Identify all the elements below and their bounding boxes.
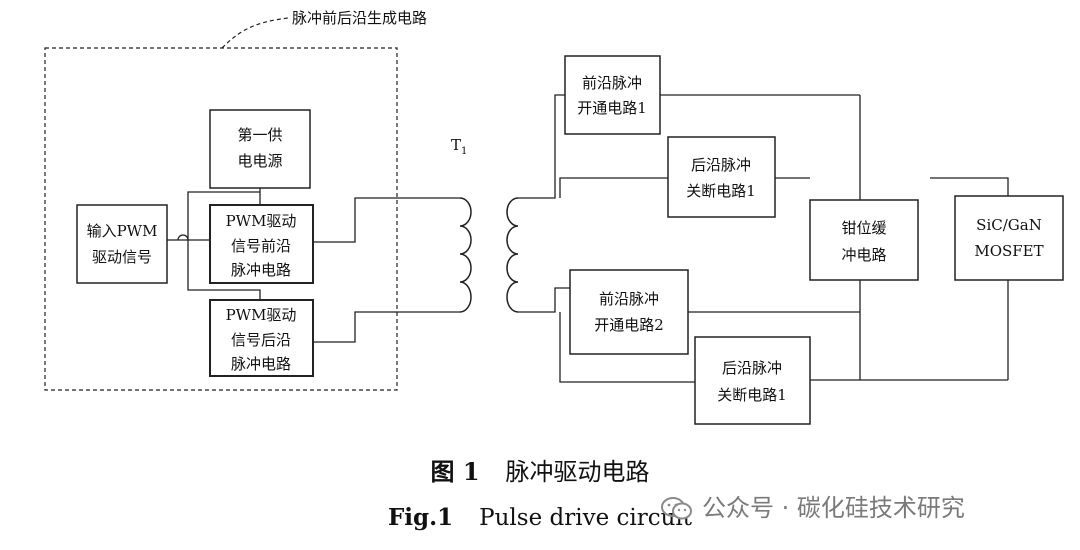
transformer-label: T1 [451, 136, 467, 157]
svg-text:脉冲电路: 脉冲电路 [231, 355, 291, 373]
svg-text:钳位缓: 钳位缓 [841, 219, 886, 237]
figure-caption-cn: 图 1 脉冲驱动电路 [0, 452, 1080, 487]
pwm-input-block: 输入PWM 驱动信号 [76, 204, 168, 284]
svg-text:输入PWM: 输入PWM [87, 222, 158, 240]
svg-text:PWM驱动: PWM驱动 [226, 212, 297, 230]
transformer [459, 197, 519, 313]
svg-text:脉冲电路: 脉冲电路 [231, 261, 291, 279]
svg-text:后沿脉冲: 后沿脉冲 [722, 359, 782, 377]
pulse-edge-generation-group [44, 47, 398, 391]
trailing-off-circuit-1-block: 后沿脉冲 关断电路1 [667, 136, 776, 218]
watermark: 公众号 · 碳化硅技术研究 [660, 488, 965, 523]
mosfet-block: SiC/GaN MOSFET [954, 195, 1064, 281]
svg-text:开通电路2: 开通电路2 [594, 316, 664, 334]
svg-text:MOSFET: MOSFET [974, 242, 1043, 260]
svg-text:后沿脉冲: 后沿脉冲 [691, 156, 751, 174]
svg-text:关断电路1: 关断电路1 [686, 182, 756, 200]
svg-text:电电源: 电电源 [237, 152, 282, 170]
svg-text:驱动信号: 驱动信号 [92, 248, 152, 266]
svg-text:冲电路: 冲电路 [841, 246, 886, 264]
svg-text:前沿脉冲: 前沿脉冲 [582, 74, 642, 92]
leading-edge-pulse-block: PWM驱动 信号前沿 脉冲电路 [209, 204, 314, 284]
figure-title-cn: 脉冲驱动电路 [505, 458, 650, 486]
clamp-snubber-block: 钳位缓 冲电路 [809, 199, 919, 281]
group-label-leader [221, 17, 289, 49]
svg-text:关断电路1: 关断电路1 [717, 386, 787, 404]
figure-number-cn: 图 1 [430, 457, 480, 486]
trailing-edge-pulse-block: PWM驱动 信号后沿 脉冲电路 [209, 299, 314, 377]
figure-number-en: Fig.1 [387, 504, 454, 531]
watermark-text: 公众号 · 碳化硅技术研究 [702, 494, 965, 522]
svg-text:信号后沿: 信号后沿 [231, 331, 291, 349]
wechat-icon [661, 497, 692, 520]
power-supply-block: 第一供 电电源 [209, 109, 311, 189]
leading-on-circuit-2-block: 前沿脉冲 开通电路2 [569, 269, 689, 355]
svg-text:开通电路1: 开通电路1 [577, 99, 647, 117]
leading-on-circuit-1-block: 前沿脉冲 开通电路1 [564, 55, 661, 135]
svg-text:前沿脉冲: 前沿脉冲 [599, 290, 659, 308]
figure-caption-en: Fig.1 Pulse drive circuit [0, 504, 1080, 531]
svg-text:SiC/GaN: SiC/GaN [976, 216, 1042, 234]
svg-text:第一供: 第一供 [237, 126, 282, 144]
figure-title-en: Pulse drive circuit [479, 505, 693, 531]
pulse-drive-circuit-diagram: 脉冲前后沿生成电路 T1 输入PWM 驱动信号 [44, 9, 1064, 425]
trailing-off-circuit-2-block: 后沿脉冲 关断电路1 [694, 336, 811, 425]
group-label: 脉冲前后沿生成电路 [292, 9, 427, 27]
junction-arc [177, 234, 189, 241]
svg-text:PWM驱动: PWM驱动 [226, 306, 297, 324]
left-wires [167, 188, 460, 343]
svg-text:信号前沿: 信号前沿 [231, 237, 291, 255]
